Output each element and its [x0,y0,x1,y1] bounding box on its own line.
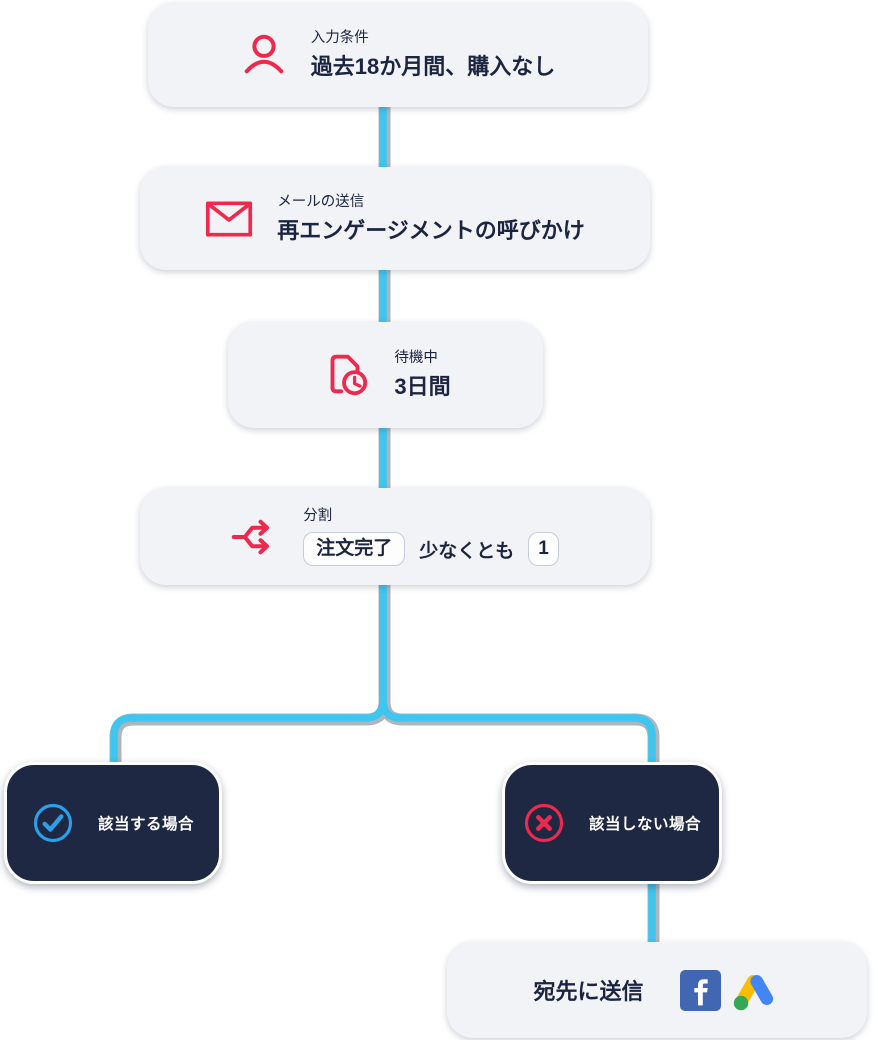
node-title: 過去18か月間、購入なし [310,54,556,79]
split-condition-chip[interactable]: 注文完了 [303,532,406,566]
destination-icons [679,967,781,1013]
node-label: メールの送信 [277,193,365,210]
node-title: 再エンゲージメントの呼びかけ [277,217,585,243]
person-icon [241,32,287,78]
node-label: 分割 [303,508,333,524]
facebook-icon [679,969,721,1011]
document-clock-icon [320,350,370,400]
x-circle-icon [523,802,565,844]
branch-yes-node[interactable]: 該当する場合 [4,762,222,884]
split-count-chip[interactable]: 1 [528,532,559,566]
node-label: 待機中 [394,350,438,366]
branch-no-node[interactable]: 該当しない場合 [502,762,722,884]
node-wait[interactable]: 待機中 3日間 [228,322,543,428]
send-destination-label: 宛先に送信 [533,979,644,1004]
envelope-icon [205,199,253,239]
split-arrows-icon [231,513,279,561]
node-send-email[interactable]: メールの送信 再エンゲージメントの呼びかけ [140,167,650,270]
split-operator: 少なくとも [419,540,515,562]
branch-no-label: 該当しない場合 [588,816,701,833]
node-title: 3日間 [394,374,451,399]
split-condition-row: 注文完了 少なくとも 1 [303,532,559,566]
branch-yes-label: 該当する場合 [97,816,194,833]
google-ads-icon [729,967,781,1013]
node-label: 入力条件 [310,30,369,46]
check-circle-icon [32,802,74,844]
node-split[interactable]: 分割 注文完了 少なくとも 1 [140,488,650,585]
node-entry-condition[interactable]: 入力条件 過去18か月間、購入なし [148,3,648,107]
node-send-destination[interactable]: 宛先に送信 [447,942,867,1038]
